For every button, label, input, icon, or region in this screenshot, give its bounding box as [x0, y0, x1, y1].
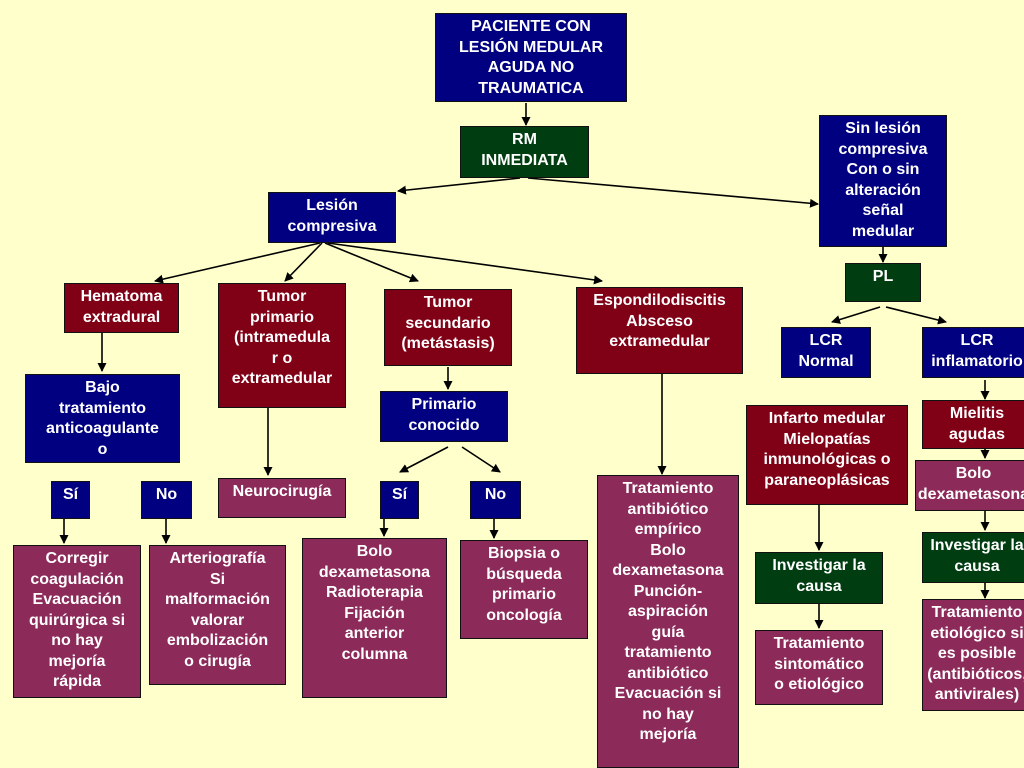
node-corregir-coagulacion: Corregir coagulación Evacuación quirúrgi…	[13, 545, 141, 698]
node-tratamiento-sintomatico: Tratamiento sintomático o etiológico	[755, 630, 883, 705]
node-arteriografia: Arteriografía Si malformación valorar em…	[149, 545, 286, 685]
node-bolo-radioterapia: Bolo dexametasona Radioterapia Fijación …	[302, 538, 447, 698]
arrow-lesion-hematoma	[154, 242, 321, 284]
node-hematoma-extradural: Hematoma extradural	[64, 283, 179, 333]
arrow-lesion-espondilo	[327, 242, 603, 285]
node-tratamiento-etiologico: Tratamiento etiológico si es posible (an…	[922, 599, 1024, 711]
arrow-lesion-tumorsecundario	[324, 242, 419, 283]
arrow-pl-lcrinflam	[885, 306, 947, 325]
node-bolo-dexametasona-right: Bolo dexametasona	[915, 460, 1024, 511]
node-infarto-medular: Infarto medular Mielopatías inmunológica…	[746, 405, 908, 505]
node-espondilodiscitis: Espondilodiscitis Absceso extramedular	[576, 287, 743, 374]
node-no-left: No	[141, 481, 192, 519]
node-biopsia: Biopsia o búsqueda primario oncología	[460, 540, 588, 639]
node-investigar-causa-mid: Investigar la causa	[755, 552, 883, 604]
node-lcr-inflamatorio: LCR inflamatorio	[922, 327, 1024, 378]
node-bajo-tratamiento: Bajo tratamiento anticoagulante o Coagul…	[25, 374, 180, 463]
node-tratamiento-antibiotico: Tratamiento antibiótico empírico Bolo de…	[597, 475, 739, 768]
node-root: PACIENTE CON LESIÓN MEDULAR AGUDA NO TRA…	[435, 13, 627, 102]
node-sin-lesion-compresiva: Sin lesión compresiva Con o sin alteraci…	[819, 115, 947, 247]
node-lcr-normal: LCR Normal	[781, 327, 871, 378]
node-no-mid: No	[470, 481, 521, 519]
node-neurocirugia: Neurocirugía	[218, 478, 346, 518]
node-investigar-causa-right: Investigar la causa	[922, 532, 1024, 583]
arrow-rm-lesion	[397, 177, 521, 195]
node-lesion-compresiva: Lesión compresiva	[268, 192, 396, 243]
node-tumor-primario: Tumor primario (intramedula r o extramed…	[218, 283, 346, 408]
node-rm-inmediata: RM INMEDIATA	[460, 126, 589, 178]
arrow-pl-lcrnormal	[831, 306, 881, 324]
node-primario-conocido: Primario conocido	[380, 391, 508, 442]
node-mielitis-agudas: Mielitis agudas	[922, 400, 1024, 449]
node-pl: PL	[845, 263, 921, 302]
arrow-rm-sinlesion	[527, 177, 819, 208]
arrow-primario-no	[461, 446, 501, 473]
node-si-left: Sí	[51, 481, 90, 519]
arrow-primario-si	[399, 446, 449, 473]
node-tumor-secundario: Tumor secundario (metástasis)	[384, 289, 512, 366]
node-si-mid: Sí	[380, 481, 419, 519]
arrow-lesion-tumorprimario	[284, 242, 323, 282]
